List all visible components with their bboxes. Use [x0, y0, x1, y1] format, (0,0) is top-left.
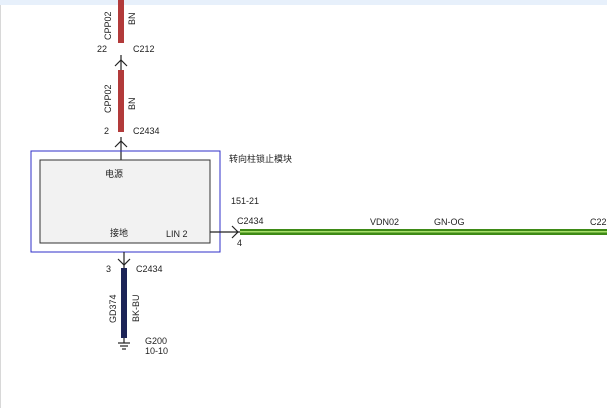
power-wire-lower[interactable] [118, 70, 124, 132]
ground-point-name[interactable]: G200 [145, 336, 167, 346]
connector-power-symbol [114, 137, 128, 160]
window-left-edge [0, 5, 1, 408]
connector-lin-pin: 4 [237, 238, 242, 248]
power-wire-lower-circuit: CPP02 [103, 84, 113, 113]
lin-wire-destination[interactable]: C22 [590, 217, 607, 227]
ground-wire-circuit: GD374 [108, 294, 118, 323]
connector-lin-name[interactable]: C2434 [237, 216, 264, 226]
connector-power-name[interactable]: C2434 [133, 126, 160, 136]
module-ref[interactable]: 151-21 [231, 196, 259, 206]
connector-top-symbol [114, 55, 128, 70]
power-wire-lower-color: BN [127, 97, 137, 110]
connector-top-pin: 22 [97, 44, 107, 54]
lin-wire-circuit: VDN02 [370, 217, 399, 227]
ground-wire-color: BK-BU [131, 294, 141, 322]
ground-icon [118, 338, 130, 350]
power-wire-upper[interactable] [118, 0, 124, 43]
module-body [39, 159, 211, 244]
module-power-label: 电源 [105, 168, 123, 179]
power-wire-upper-color: BN [127, 12, 137, 25]
connector-top-name[interactable]: C212 [133, 44, 155, 54]
lin-wire-color: GN-OG [434, 217, 465, 227]
connector-ground-symbol [117, 252, 131, 268]
module-lin-label: LIN 2 [166, 229, 188, 239]
connector-power-pin: 2 [104, 126, 109, 136]
ground-wire[interactable] [121, 268, 127, 338]
module-name: 转向柱锁止模块 [229, 153, 292, 164]
lin-wire-highlight [240, 231, 607, 233]
module-ground-label: 接地 [110, 227, 128, 238]
module-outline[interactable] [30, 150, 221, 253]
power-wire-upper-circuit: CPP02 [103, 11, 113, 40]
lin-output-arrow [210, 225, 240, 239]
window-top-bar [0, 0, 607, 5]
connector-ground-pin: 3 [106, 264, 111, 274]
connector-ground-name[interactable]: C2434 [136, 264, 163, 274]
ground-point-ref: 10-10 [145, 346, 168, 356]
